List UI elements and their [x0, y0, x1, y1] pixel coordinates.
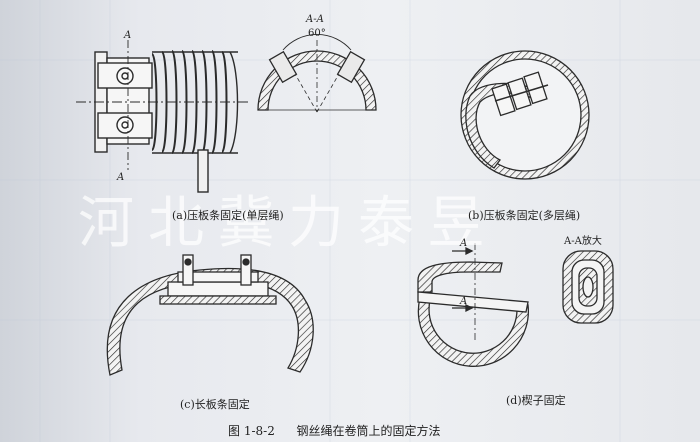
panel-a-drum-side-view [76, 40, 250, 193]
panel-b-drum-section [460, 50, 590, 180]
caption-d: (d)楔子固定 [506, 394, 566, 407]
panel-c-long-plate-section [106, 254, 314, 376]
caption-c: (c)长板条固定 [180, 398, 250, 411]
section-mark-d-bottom: A [460, 296, 468, 307]
section-mark-d-top: A [460, 238, 468, 249]
figure-number: 图 1-8-2 [228, 424, 275, 438]
section-a-angle: 60° [308, 28, 326, 39]
caption-a: (a)压板条固定(单层绳) [172, 209, 284, 222]
watermark: 河北冀力泰昱 [78, 191, 498, 256]
detail-d-title: A-A放大 [564, 236, 602, 247]
caption-b: (b)压板条固定(多层绳) [468, 209, 581, 222]
section-mark-a-bottom: A [117, 172, 125, 183]
section-mark-a-top: A [124, 30, 132, 41]
figure-title: 钢丝绳在卷筒上的固定方法 [296, 424, 441, 438]
panel-d-wedge-section [417, 243, 530, 367]
panel-d-detail-view [562, 250, 614, 324]
panel-a-section-view [257, 34, 377, 113]
figure-caption: 图 1-8-2 钢丝绳在卷筒上的固定方法 [228, 422, 441, 439]
section-a-title: A-A [306, 14, 324, 25]
